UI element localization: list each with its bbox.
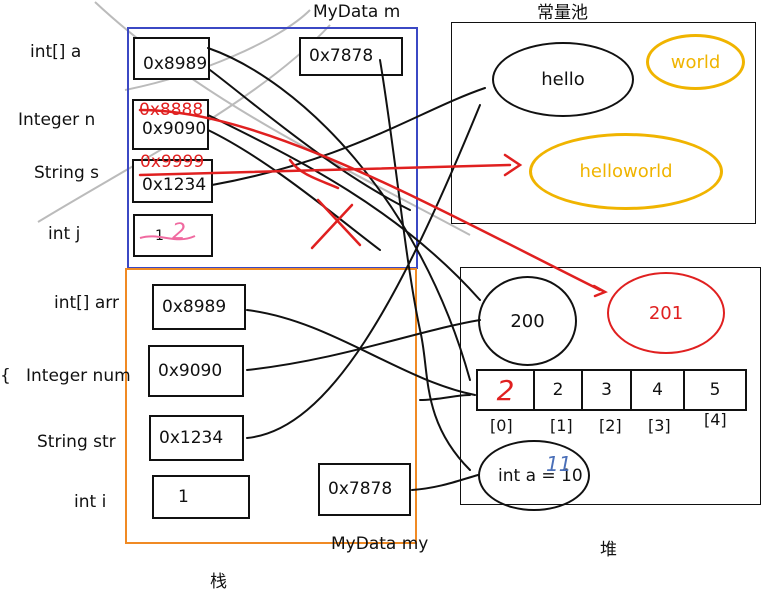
array-cell-0-value: 2 [496, 373, 515, 407]
array-index-3: [3] [648, 416, 671, 435]
heap-201-text: 201 [648, 302, 684, 324]
array-cell-2: 3 [583, 371, 632, 409]
heap-mydata-object: int a = 10 [478, 440, 590, 511]
pool-world: world [646, 34, 745, 90]
array-cell-3-value: 4 [652, 380, 663, 400]
mydata-my-value: 0x7878 [328, 479, 393, 499]
var-value-j: 1 [155, 227, 164, 244]
var-box-arr: 0x8989 [152, 284, 246, 330]
constant-pool-frame [451, 22, 756, 224]
var-box-num: 0x9090 [148, 345, 244, 397]
array-cell-0: 2 [478, 371, 535, 409]
array-cell-1-value: 2 [552, 380, 564, 400]
overwritten-value-s: 0x9999 [140, 152, 205, 172]
mydata-m-box: 0x7878 [299, 37, 403, 76]
var-label-integer-n: Integer n [18, 110, 96, 130]
heap-integer-201: 201 [607, 272, 725, 354]
var-value-num: 0x9090 [158, 360, 223, 381]
var-label-int-i: int i [74, 492, 107, 512]
heap-caption: 堆 [600, 540, 617, 560]
left-bracket: { [0, 366, 11, 386]
pool-world-text: world [670, 51, 721, 73]
array-cell-4-value: 5 [709, 380, 721, 400]
var-box-a: 0x8989 [133, 37, 210, 80]
var-value-s: 0x1234 [142, 174, 207, 195]
var-box-str: 0x1234 [149, 415, 244, 461]
heap-frame [460, 267, 761, 505]
array-cell-4: 5 [685, 371, 745, 409]
array-index-2: [2] [599, 416, 622, 435]
mydata-m-caption: MyData m [313, 2, 401, 22]
var-value-arr: 0x8989 [162, 296, 227, 317]
var-label-int-array-arr: int[] arr [54, 293, 119, 313]
array-index-0: [0] [490, 416, 513, 435]
object-field-text: int a = 10 [498, 465, 583, 486]
array-cell-2-value: 3 [601, 380, 612, 400]
array-index-1: [1] [550, 416, 573, 435]
pool-hello-text: hello [541, 69, 585, 90]
var-value-str: 0x1234 [159, 427, 224, 448]
stack-lower-frame [125, 268, 417, 544]
var-box-s: 0x1234 [132, 159, 213, 203]
var-value-a: 0x8989 [143, 54, 208, 74]
mydata-my-caption: MyData my [331, 534, 429, 554]
var-value-i: 1 [178, 486, 189, 507]
object-field-overwrite: 11 [546, 452, 572, 476]
mydata-m-value: 0x7878 [309, 46, 374, 66]
heap-array: 2 2 3 4 5 [476, 369, 747, 411]
pool-caption: 常量池 [537, 3, 588, 23]
var-label-string-s: String s [34, 163, 99, 183]
var-box-j: 1 [133, 214, 213, 257]
pool-hello: hello [492, 42, 634, 117]
var-value-n: 0x9090 [142, 119, 207, 139]
mydata-my-box: 0x7878 [318, 463, 411, 516]
stack-caption: 栈 [210, 572, 227, 592]
var-label-int-j: int j [48, 224, 81, 244]
pool-helloworld-text: helloworld [579, 161, 673, 182]
var-box-i: 1 [152, 475, 250, 519]
array-cell-1: 2 [535, 371, 583, 409]
var-label-string-str: String str [37, 432, 116, 452]
var-box-n: 0x9090 [132, 99, 209, 150]
array-cell-3: 4 [632, 371, 685, 409]
var-label-int-array-a: int[] a [30, 42, 82, 62]
array-index-4: [4] [704, 410, 727, 429]
heap-200-text: 200 [510, 310, 545, 332]
var-label-integer-num: Integer num [26, 366, 131, 386]
pool-helloworld: helloworld [529, 133, 723, 210]
